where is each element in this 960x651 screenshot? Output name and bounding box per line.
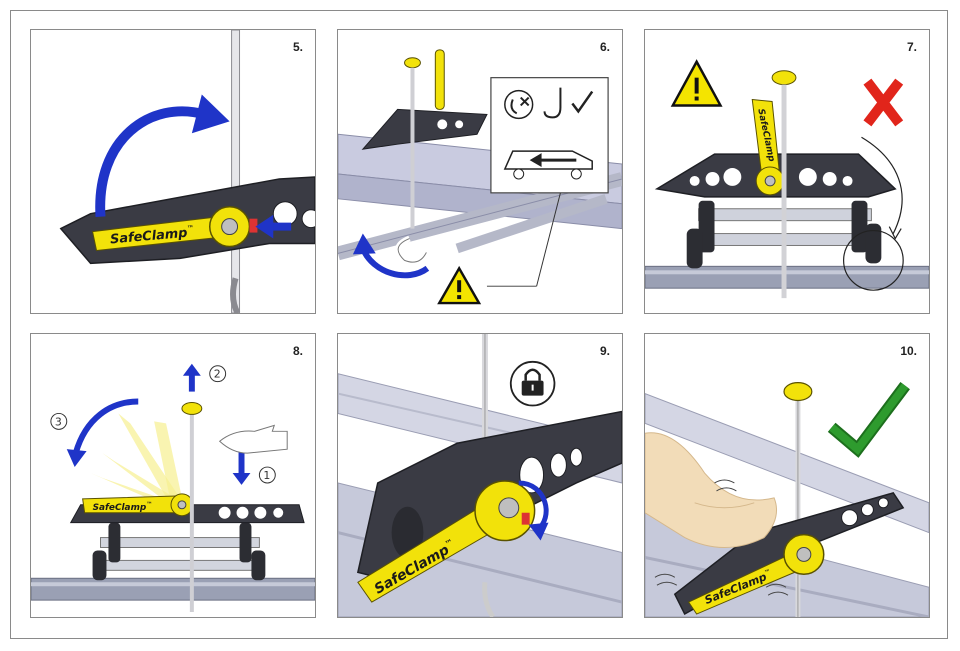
panel-step-7: SafeClamp 7. [644,29,930,314]
step-number: 10. [900,344,917,358]
step-9-illustration: SafeClamp™ [338,334,622,617]
panel-step-6: 6. [337,29,623,314]
hand-icon [218,424,288,454]
step-number: 7. [906,40,917,54]
up-arrow-icon [182,363,201,376]
hand-icon [645,432,777,548]
step-5-illustration: SafeClamp™ [59,30,315,313]
sub-step-2: 2 [214,368,221,381]
step-8-illustration: SafeClamp™ 2 1 3 [31,363,315,613]
rotate-arrow-icon [360,247,430,279]
red-cross-icon [863,78,904,127]
hook-check-icon [543,87,562,119]
step-7-illustration: SafeClamp [645,59,929,299]
push-arrow-icon [255,214,274,239]
hook-cross-icon [504,89,534,120]
step-10-illustration: SafeClamp™ [645,382,929,617]
step-6-illustration [338,49,622,305]
brand-label: SafeClamp™ [93,501,153,513]
rotate-arrow-icon [95,106,207,217]
instruction-sheet: SafeClamp™ 5. [10,10,948,639]
panel-step-5: SafeClamp™ 5. [30,29,316,314]
sub-step-3: 3 [55,415,62,428]
panel-step-9: SafeClamp™ 9. [337,333,623,618]
step-number: 6. [599,40,610,54]
step-number: 9. [599,344,610,358]
step-number: 8. [292,344,303,358]
panel-step-10: SafeClamp™ 10. [644,333,930,618]
panel-step-8: SafeClamp™ 2 1 3 8. [30,333,316,618]
rotate-arrow-icon [72,398,139,455]
down-arrow-icon [232,473,251,485]
sub-step-1: 1 [263,469,270,482]
brand-label: SafeClamp™ [109,224,195,247]
green-check-icon [829,383,909,455]
step-number: 5. [292,40,303,54]
